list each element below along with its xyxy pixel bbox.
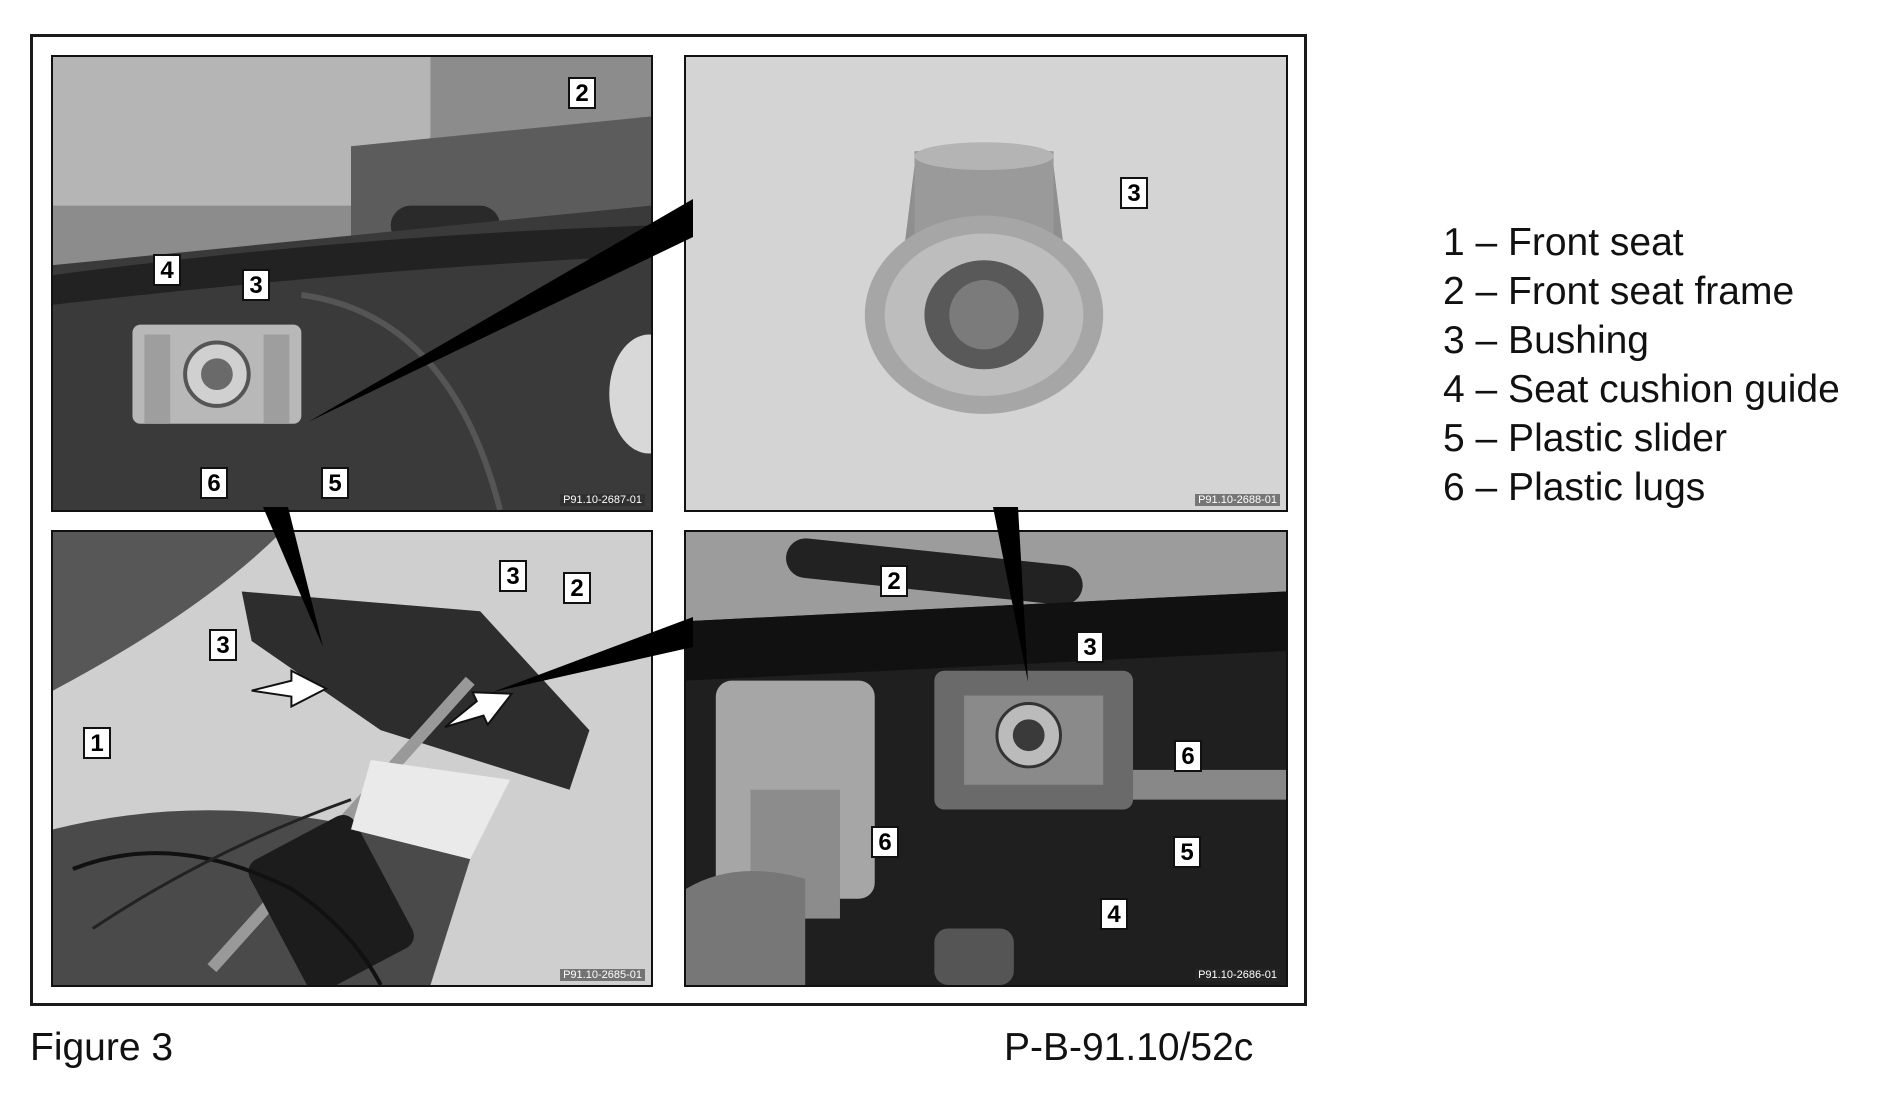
- figure-caption: Figure 3: [30, 1026, 174, 1069]
- callout-4: 4: [1100, 898, 1128, 930]
- callout-2: 2: [880, 565, 908, 597]
- photo-guide-detail: 2 3 6 6 5 4 P91.10-2686-01: [684, 530, 1288, 987]
- legend-item-bushing: 3 – Bushing: [1443, 319, 1649, 362]
- photo-bushing: 3 P91.10-2688-01: [684, 55, 1288, 512]
- photo-seat-guide-closeup: 2 4 3 6 5 P91.10-2687-01: [51, 55, 653, 512]
- legend-item-plastic-lugs: 6 – Plastic lugs: [1443, 466, 1706, 509]
- photo-id: P91.10-2686-01: [1195, 969, 1280, 981]
- callout-5: 5: [1173, 836, 1201, 868]
- callout-6: 6: [871, 826, 899, 858]
- callout-5: 5: [321, 467, 349, 499]
- figure-frame: 2 4 3 6 5 P91.10-2687-01 3 P91.10-2688-0…: [30, 34, 1307, 1006]
- callout-3: 3: [499, 560, 527, 592]
- legend-item-front-seat: 1 – Front seat: [1443, 221, 1684, 264]
- callout-6: 6: [200, 467, 228, 499]
- legend-item-seat-cushion-guide: 4 – Seat cushion guide: [1443, 368, 1840, 411]
- callout-6: 6: [1174, 740, 1202, 772]
- callout-3: 3: [209, 629, 237, 661]
- callout-3: 3: [1076, 631, 1104, 663]
- photo-id: P91.10-2688-01: [1195, 494, 1280, 506]
- callout-3: 3: [242, 269, 270, 301]
- photo-id: P91.10-2685-01: [560, 969, 645, 981]
- photo-seat-overview: 3 2 3 1 P91.10-2685-01: [51, 530, 653, 987]
- legend-item-plastic-slider: 5 – Plastic slider: [1443, 417, 1727, 460]
- photo-seat-overview-image: [53, 532, 651, 985]
- callout-2: 2: [568, 77, 596, 109]
- callout-2: 2: [563, 572, 591, 604]
- photo-seat-guide-closeup-image: [53, 57, 651, 510]
- figure-reference: P-B-91.10/52c: [1004, 1026, 1254, 1069]
- callout-4: 4: [153, 254, 181, 286]
- photo-id: P91.10-2687-01: [560, 494, 645, 506]
- legend-item-front-seat-frame: 2 – Front seat frame: [1443, 270, 1795, 313]
- photo-bushing-image: [686, 57, 1286, 510]
- legend-list: 1 – Front seat 2 – Front seat frame 3 – …: [1443, 220, 1840, 514]
- photo-guide-detail-image: [686, 532, 1286, 985]
- callout-1: 1: [83, 727, 111, 759]
- callout-3: 3: [1120, 177, 1148, 209]
